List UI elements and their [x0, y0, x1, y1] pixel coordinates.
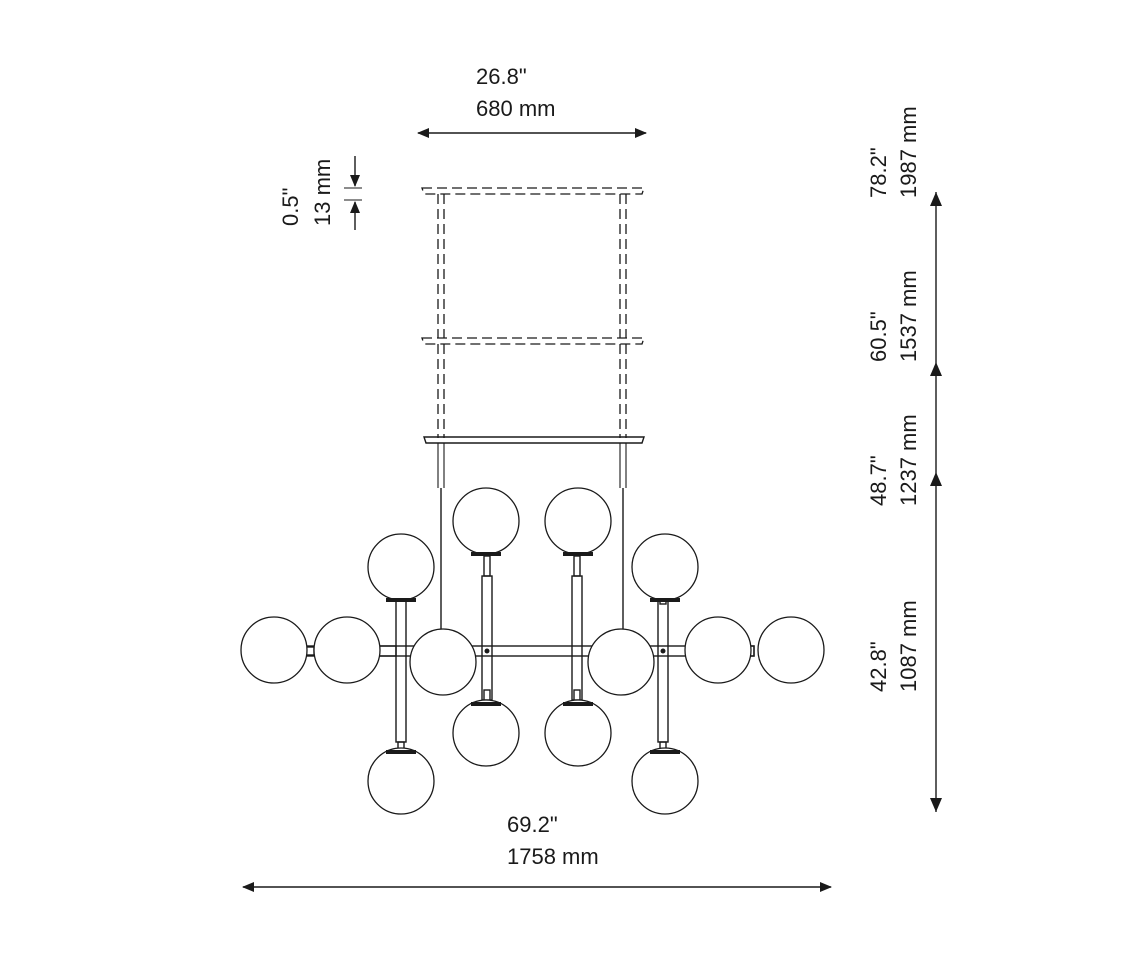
canopy-thickness-inches: 0.5": [278, 188, 303, 226]
globe-top-right: [544, 487, 612, 555]
height-mid-mm: 1537 mm: [896, 270, 921, 362]
globe-lower-left: [367, 747, 435, 815]
canopy-thickness-mm: 13 mm: [310, 159, 335, 226]
globe-upper-left: [367, 533, 435, 601]
globe-center-left: [409, 628, 477, 696]
height-arrow-mid: [930, 362, 942, 376]
globe-center-right: [587, 628, 655, 696]
globe-far-right: [757, 616, 825, 684]
overall-width-dimension: 69.2" 1758 mm: [242, 812, 832, 892]
globe-far-left: [240, 616, 308, 684]
canopy-width-inches: 26.8": [476, 64, 527, 89]
height-max-inches: 78.2": [866, 147, 891, 198]
body-height-mm: 1087 mm: [896, 600, 921, 692]
globe-right-inner: [684, 616, 752, 684]
canopy-width-dimension: 26.8" 680 mm: [417, 64, 647, 138]
canopy-width-mm: 680 mm: [476, 96, 555, 121]
height-arrow-bottom: [930, 798, 942, 812]
canopy-mid-dashed: [421, 337, 645, 438]
globe-left-inner: [313, 616, 381, 684]
height-min-inches: 48.7": [866, 455, 891, 506]
globe-top-left: [452, 487, 520, 555]
body-height-inches: 42.8": [866, 641, 891, 692]
globe-upper-right: [631, 533, 699, 601]
height-arrow-low: [930, 472, 942, 486]
canopy-solid: [423, 436, 645, 630]
canopy-top-dashed: [421, 187, 645, 338]
globe-lower-right: [631, 747, 699, 815]
canopy-thickness-dimension: 0.5" 13 mm: [278, 156, 362, 230]
globe-bottom-left: [452, 699, 520, 767]
height-arrow-top: [930, 192, 942, 206]
height-min-mm: 1237 mm: [896, 414, 921, 506]
globe-bottom-right: [544, 699, 612, 767]
globes: [240, 487, 825, 815]
height-max-mm: 1987 mm: [896, 106, 921, 198]
overall-width-mm: 1758 mm: [507, 844, 599, 869]
overall-width-inches: 69.2": [507, 812, 558, 837]
height-dimensions: 78.2" 1987 mm 60.5" 1537 mm 48.7" 1237 m…: [866, 106, 942, 812]
height-mid-inches: 60.5": [866, 311, 891, 362]
